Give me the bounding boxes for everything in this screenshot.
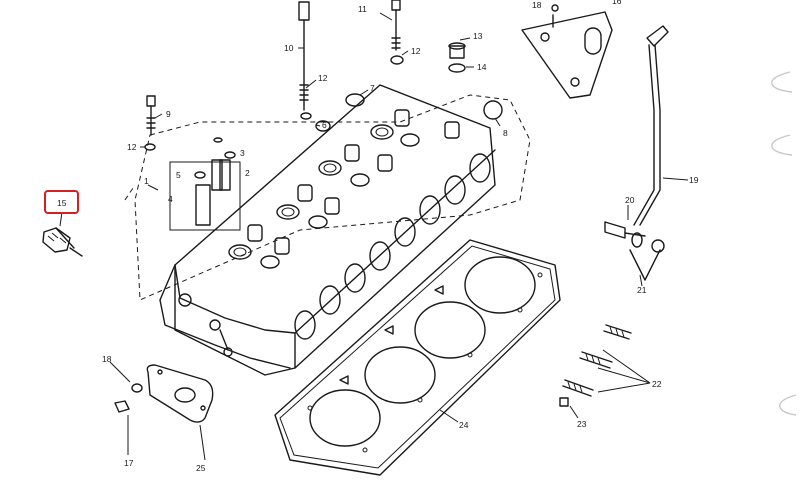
callout-16: 16 (612, 0, 622, 6)
callout-9: 9 (166, 109, 171, 119)
callout-13: 13 (473, 31, 483, 41)
temperature-sender-unit (42, 227, 83, 257)
valve-guides (146, 95, 241, 231)
callout-20: 20 (625, 195, 635, 205)
callout-18b: 18 (102, 354, 112, 364)
callout-22: 22 (652, 379, 662, 389)
callout-12b: 12 (411, 46, 421, 56)
callout-21: 21 (637, 285, 647, 295)
callout-24: 24 (459, 420, 469, 430)
callout-12a: 12 (318, 73, 328, 83)
washers-and-plugs (144, 42, 503, 151)
callout-7: 7 (370, 83, 375, 93)
assembly-boundary (134, 94, 531, 301)
callout-5: 5 (176, 170, 181, 180)
callout-15: 15 (57, 198, 67, 208)
callout-6: 6 (322, 120, 327, 130)
callout-8: 8 (503, 128, 508, 138)
cover-plate (114, 364, 214, 423)
callout-4: 4 (168, 194, 173, 204)
studs (559, 324, 632, 407)
callout-17: 17 (124, 458, 134, 468)
head-gasket (274, 239, 561, 476)
valve-seats (228, 124, 420, 269)
callout-23: 23 (577, 419, 587, 429)
callout-3: 3 (240, 148, 245, 158)
callout-1: 1 (144, 176, 149, 186)
callout-12c: 12 (127, 142, 137, 152)
callout-15-highlight (44, 190, 79, 214)
head-bolts (298, 0, 401, 111)
callout-25: 25 (196, 463, 206, 473)
lifting-bracket (521, 4, 613, 99)
callout-19: 19 (689, 175, 699, 185)
callout-labels: 1 2 3 4 5 6 7 8 9 10 11 12 12 12 13 14 1… (57, 0, 699, 473)
callout-11: 11 (358, 4, 367, 14)
dipstick-tube (604, 25, 669, 281)
callout-2: 2 (245, 168, 250, 178)
scan-artifacts (771, 71, 797, 416)
cylinder-head (159, 84, 496, 376)
head-side-ports (294, 153, 491, 340)
leader-lines (59, 12, 689, 461)
callout-18a: 18 (532, 0, 542, 10)
callout-14: 14 (477, 62, 487, 72)
head-bosses (247, 109, 460, 255)
callout-10: 10 (284, 43, 294, 53)
